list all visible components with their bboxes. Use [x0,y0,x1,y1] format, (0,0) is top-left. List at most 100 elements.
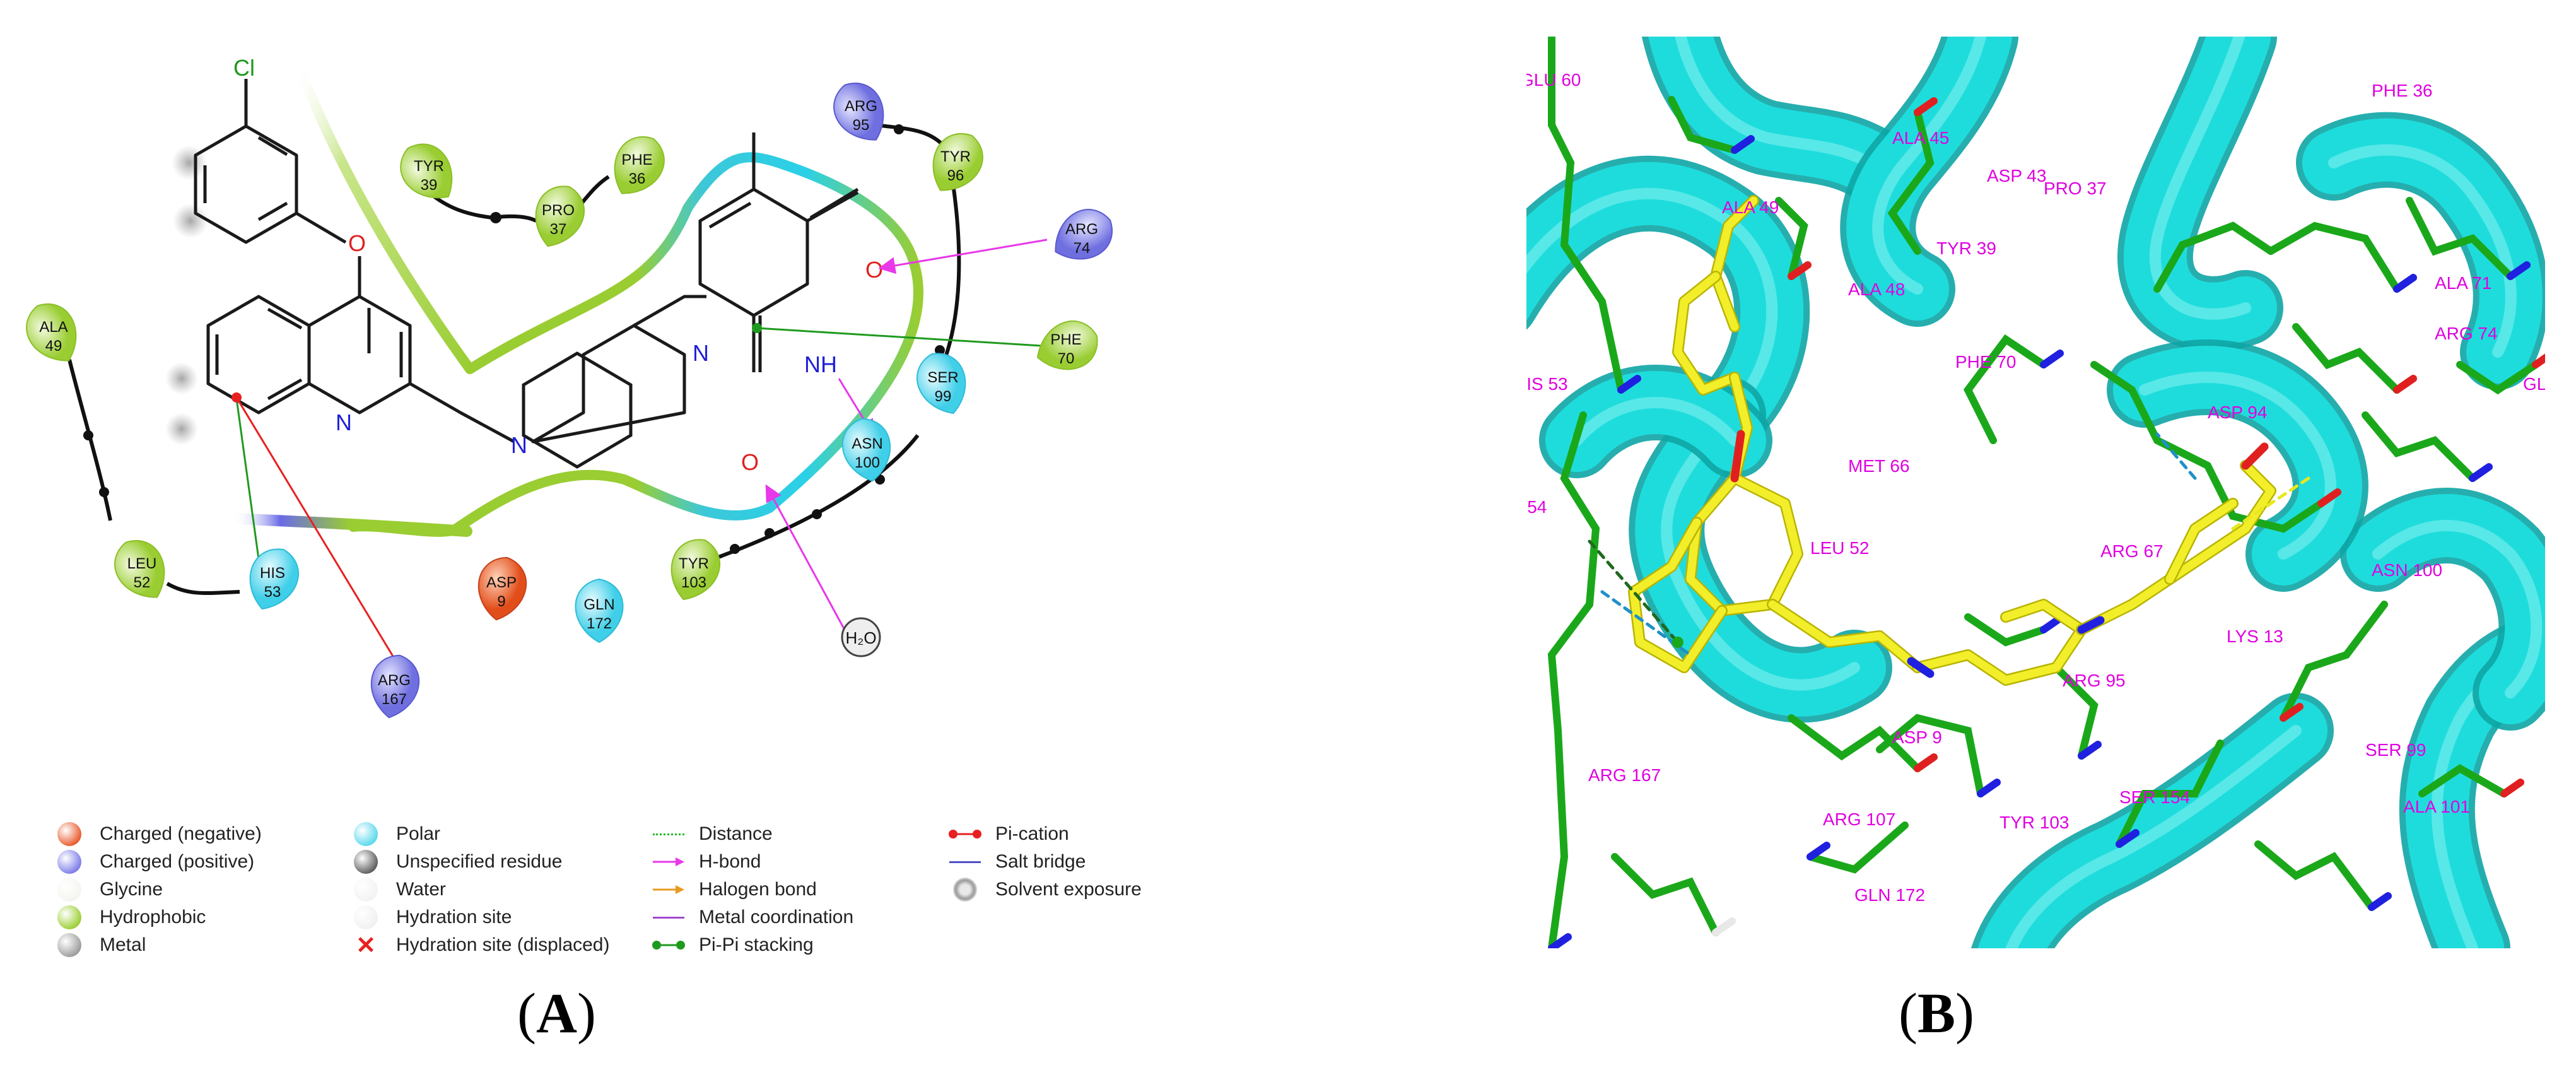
legend-symbol [50,820,88,848]
residue-name: ASP [486,574,517,591]
residue-stick [2254,840,2375,911]
residue-number: 95 [853,117,870,134]
atom-tip [1914,753,1938,772]
residue-number: 99 [935,388,952,405]
residue-stick [1547,411,1600,948]
residue-label-3d: ARG 74 [2435,324,2498,343]
legend-item: Hydrophobic [50,903,206,931]
atom-o-ether: O [348,230,366,256]
solvent-exposure-halos [165,145,208,445]
residue-label-3d: ASN 100 [2372,560,2442,580]
distance-line [1588,539,1680,644]
binding-pocket-outline [228,55,923,537]
residue-stick [2052,664,2099,760]
ribbon-highlight [2372,520,2543,698]
residue-name: PHE [1050,331,1081,348]
residue-stick [1775,197,1808,280]
panel-label-b: (B) [1899,982,1974,1045]
protein-ribbons [1526,37,2545,948]
legend-item: Pi-cation [946,820,1069,848]
ligand-3d [1588,195,2310,686]
residue-stick [1876,714,1984,797]
residue-label-3d: TYR 39 [1936,238,1996,258]
atom-tip [2469,463,2493,482]
residue-stick [2362,411,2476,482]
residue-stick [2267,221,2401,293]
ligand-bond [1913,600,2086,685]
atom-tip [1712,917,1736,936]
residue-label-3d: ALA 101 [2403,797,2470,816]
atom-tip [2116,829,2140,848]
legend-label: Pi-Pi stacking [699,934,814,955]
atom-n1-pyrimidine: N [693,340,709,366]
atom-tip [2368,892,2392,911]
residue-name: PHE [621,151,652,168]
residue-label-3d: PHE 70 [1955,352,2017,372]
residue-label-3d: GLN 172 [1854,885,1925,905]
ribbon-highlight [1675,37,1885,175]
residue-label-3d: GLU 120 [2523,374,2545,394]
residue-number: 167 [382,691,407,708]
residue-label-3d: ASP 9 [1892,727,1942,747]
hbond-line [2155,432,2197,480]
residue-label-3d: ASP 94 [2208,403,2267,422]
legend-item: Unspecified residue [347,848,562,876]
residue-name: SER [927,369,958,386]
ribbon-highlight [1872,37,1986,295]
ligand-bond [2165,499,2237,584]
legend-item: ✕Hydration site (displaced) [347,931,609,959]
residue-label-3d: ARG 95 [2063,671,2126,690]
legend-label: Hydrophobic [100,907,206,927]
residue-stick [1887,109,1935,255]
panel-label-a: (A) [517,982,596,1045]
residue-number: 172 [587,615,612,632]
ribbon-highlight [2139,372,2336,560]
legend-label: Charged (negative) [100,823,262,844]
residue-name: ARG [378,672,411,689]
legend-item: Hydration site [347,903,512,931]
legend-symbol [946,876,984,903]
residue-name: TYR [679,555,709,572]
residue-name: ALA [39,319,67,336]
residue-label-3d: ALA 71 [2435,273,2491,293]
atom-n-piperidine: N [511,432,527,458]
legend-item: Charged (positive) [50,848,254,876]
residue-arg-95: ARG 95 [833,83,884,141]
legend-label: Metal coordination [699,907,854,927]
legend-symbol: ✕ [356,932,376,959]
residue-name: ARG [845,98,877,115]
residue-name: ASN [852,435,882,452]
residue-label-3d: LEU 52 [1810,538,1869,558]
residue-label-3d: MET 66 [1848,456,1910,476]
legend-symbol [50,931,88,959]
residue-number: 9 [497,593,505,610]
residue-label-3d: ARG 107 [1823,809,1895,829]
legend-label: Polar [396,823,441,844]
legend-symbol [347,903,385,931]
residue-ser-99: SER 99 [916,353,966,415]
ligand-bond [1768,600,1922,672]
residue-stick [1668,96,1738,154]
atom-tip [2507,261,2531,280]
legend-symbol [946,820,984,848]
residue-stick [1964,613,2047,647]
legend-item: Glycine [50,876,163,903]
residue-stick [2456,361,2539,395]
residue-stick [1788,714,1921,772]
residue-name: ARG [1065,221,1098,238]
legend-label: Pi-cation [995,823,1069,844]
legend-symbol [347,876,385,903]
legend-item: Metal [50,931,146,959]
water-label: H₂O [845,628,876,647]
legend-item: Metal coordination [650,903,853,931]
atom-tip [2532,353,2545,368]
residue-number: 53 [264,584,281,601]
legend-label: Water [396,879,446,900]
residue-arg-167: ARG 167 [370,654,420,719]
ligand-n [1907,657,1935,678]
atom-tip [1788,261,1812,280]
